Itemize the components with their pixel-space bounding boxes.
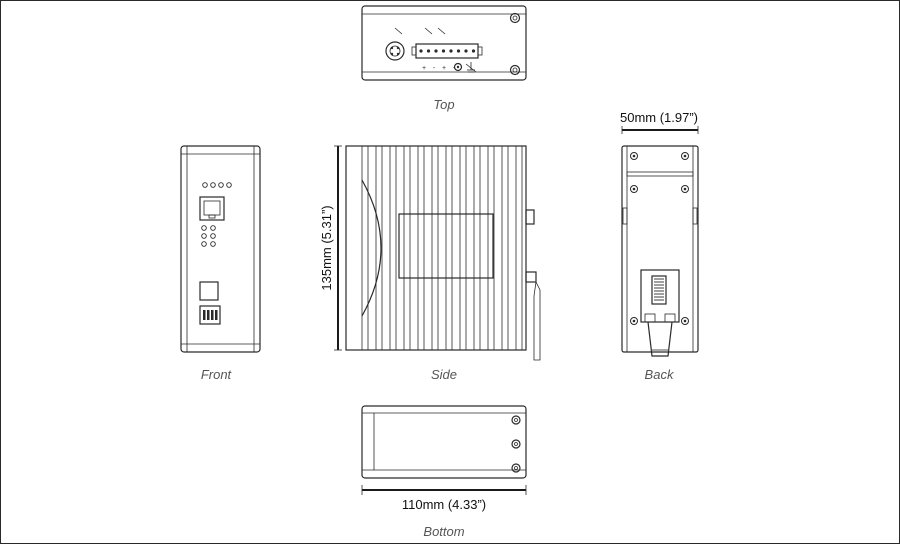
- led-icon: [210, 241, 216, 247]
- front-view: [180, 145, 261, 353]
- dip-bit: [207, 310, 210, 320]
- screw-center: [683, 319, 687, 323]
- dip-switch-icon: [199, 305, 221, 325]
- led-icon: [210, 225, 216, 231]
- led-icon: [210, 233, 216, 239]
- terminal-mark: +: [422, 65, 426, 72]
- screw-center: [632, 187, 636, 191]
- back-view: [621, 126, 699, 357]
- screw-icon: [630, 152, 638, 160]
- terminal-pin: [449, 49, 453, 53]
- led-icon: [210, 182, 216, 188]
- terminal-mark: -: [433, 65, 436, 72]
- screw-center: [683, 187, 687, 191]
- screw-icon: [630, 317, 638, 325]
- terminal-pin: [434, 49, 438, 53]
- screw-icon: [681, 185, 689, 193]
- terminal-pin: [471, 49, 476, 53]
- dip-bit: [203, 310, 206, 320]
- terminal-mark: +: [442, 65, 446, 72]
- power-connector-icon: [385, 41, 405, 61]
- terminal-pin: [464, 49, 468, 53]
- side-view: [334, 145, 541, 361]
- dip-bit: [215, 310, 218, 320]
- dip-bit: [211, 310, 214, 320]
- ground-icon: [465, 62, 477, 73]
- width-dimension: 50mm (1.97”): [620, 110, 698, 125]
- label-plate: [398, 213, 494, 279]
- top-view-label: Top: [433, 97, 454, 112]
- terminal-pin: [426, 49, 431, 53]
- heatsink-fins: [361, 146, 523, 350]
- screw-icon: [681, 317, 689, 325]
- screw-center: [683, 154, 687, 158]
- screw-icon: [630, 185, 638, 193]
- depth-dimension: 110mm (4.33”): [402, 497, 486, 512]
- terminal-pin: [456, 49, 461, 53]
- terminal-pin: [419, 49, 423, 53]
- front-view-label: Front: [201, 367, 233, 382]
- back-view-label: Back: [645, 367, 675, 382]
- led-icon: [202, 182, 208, 188]
- led-icon: [201, 233, 207, 239]
- screw-icon: [681, 152, 689, 160]
- side-view-label: Side: [431, 367, 457, 382]
- screw-center: [632, 319, 636, 323]
- bottom-view: [361, 405, 527, 495]
- fiber-port-icon: [199, 281, 219, 301]
- led-icon: [201, 225, 207, 231]
- top-view: +-+-: [361, 5, 527, 81]
- bottom-view-label: Bottom: [423, 524, 464, 539]
- led-row-icon: [202, 182, 232, 188]
- screw-center: [632, 154, 636, 158]
- terminal-pin: [441, 49, 446, 53]
- height-dimension: 135mm (5.31”): [319, 205, 334, 290]
- ethernet-port-icon: [199, 196, 225, 221]
- led-icon: [218, 182, 224, 188]
- din-rail-clip: [640, 269, 680, 357]
- led-icon: [201, 241, 207, 247]
- led-icon: [226, 182, 232, 188]
- terminal-block: [411, 43, 483, 59]
- led-grid-icon: [201, 225, 216, 247]
